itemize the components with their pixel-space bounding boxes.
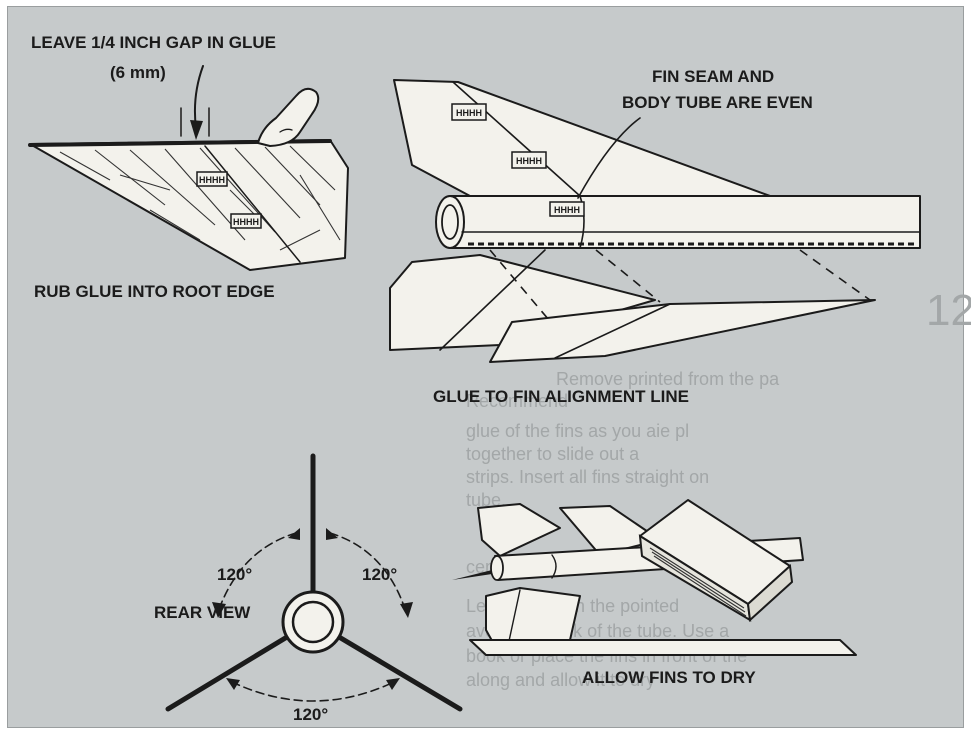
- angle-bottom-label: 120°: [293, 705, 328, 724]
- svg-text:HHHH: HHHH: [233, 217, 259, 227]
- ghost-line-3: together to slide out a: [466, 444, 640, 464]
- dry-upper-fin: [477, 503, 561, 557]
- alignment-illustration: HHHH HHHH HHHH: [389, 67, 921, 406]
- body-tube: [449, 195, 921, 249]
- dry-label: ALLOW FINS TO DRY: [582, 668, 756, 687]
- rub-label: RUB GLUE INTO ROOT EDGE: [34, 282, 275, 301]
- ghost-line-1: Recommend: [466, 391, 568, 411]
- gap-label-line1: LEAVE 1/4 INCH GAP IN GLUE: [31, 33, 276, 52]
- angle-right-label: 120°: [362, 565, 397, 584]
- svg-text:HHHH: HHHH: [456, 108, 482, 118]
- ghost-line-0: Remove printed from the pa: [556, 369, 780, 389]
- rear-view-label: REAR VIEW: [154, 603, 251, 622]
- base-board: [469, 639, 857, 656]
- rub-glue-illustration: LEAVE 1/4 INCH GAP IN GLUE (6 mm): [28, 33, 349, 301]
- seam-label-line1: FIN SEAM AND: [652, 67, 774, 86]
- fin-shape: [29, 139, 349, 271]
- loose-fin: [489, 299, 876, 363]
- glue-line-label: GLUE TO FIN ALIGNMENT LINE: [433, 387, 689, 406]
- finger-icon: [257, 87, 320, 147]
- svg-text:12: 12: [926, 286, 971, 335]
- seam-label-line2: BODY TUBE ARE EVEN: [622, 93, 813, 112]
- ghost-line-2: glue of the fins as you aie pl: [466, 421, 689, 441]
- svg-text:HHHH: HHHH: [554, 205, 580, 215]
- rear-view-illustration: 120° 120° 120° REAR VIEW: [154, 453, 463, 724]
- svg-text:HHHH: HHHH: [199, 175, 225, 185]
- gap-label-line2: (6 mm): [110, 63, 166, 82]
- angle-left-label: 120°: [217, 565, 252, 584]
- svg-text:HHHH: HHHH: [516, 156, 542, 166]
- ghost-line-4: strips. Insert all fins straight on: [466, 467, 709, 487]
- dry-illustration: ALLOW FINS TO DRY: [452, 499, 857, 687]
- ghost-line-10: along and allow it to dry: [466, 670, 655, 690]
